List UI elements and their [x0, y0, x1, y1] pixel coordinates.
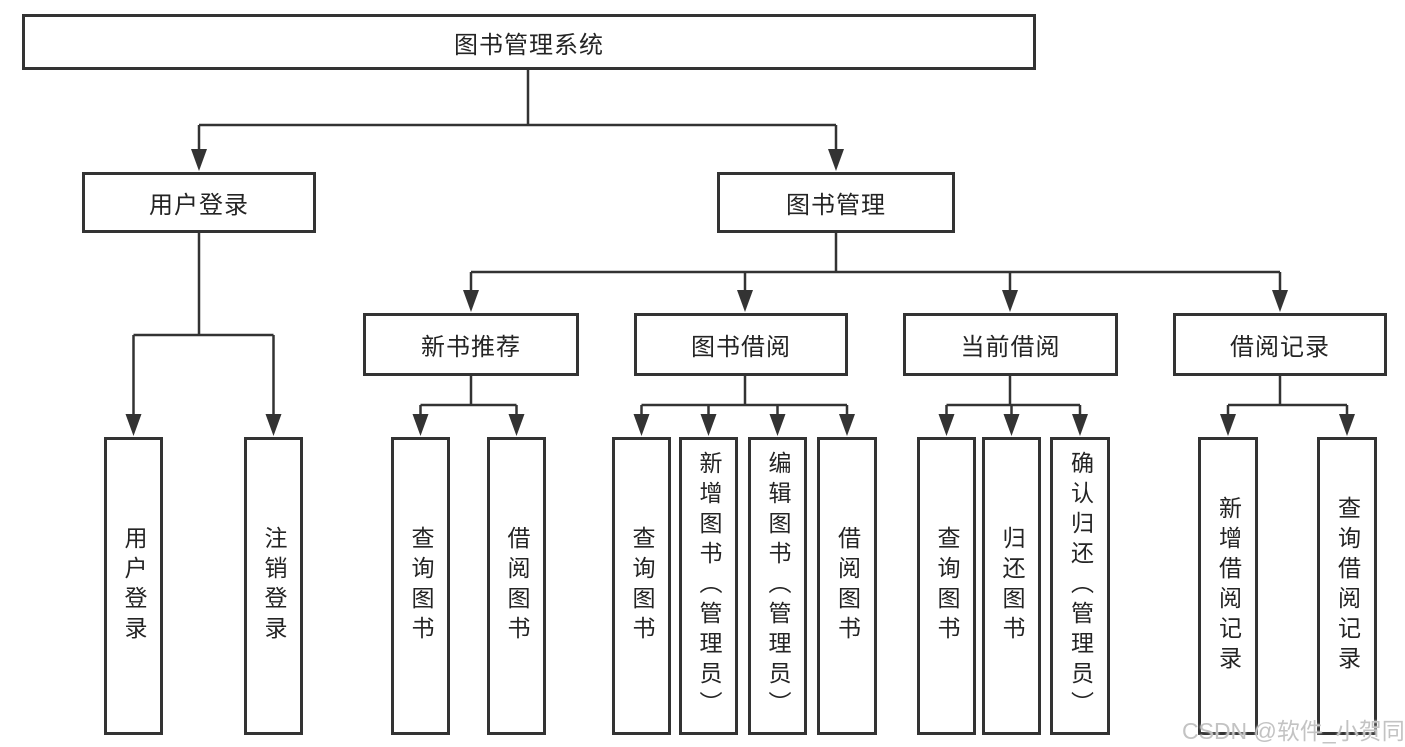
node-label: 用户登录 [149, 192, 249, 219]
node-book-management: 图书管理 [717, 172, 955, 233]
arrowheads [125, 149, 1355, 436]
node-label: 借阅记录 [1230, 334, 1330, 361]
leaf-logout: 注销登录 [244, 437, 303, 735]
node-label: 确认归还（管理员） [1067, 451, 1094, 721]
leaf-borrow-books-borrowing: 借阅图书 [817, 437, 877, 735]
node-label: 注销登录 [261, 526, 287, 646]
node-label: 查询借阅记录 [1334, 496, 1361, 676]
leaf-borrow-books-recommend: 借阅图书 [487, 437, 546, 735]
leaf-query-books-borrowing: 查询图书 [612, 437, 671, 735]
leaf-user-login: 用户登录 [104, 437, 163, 735]
node-label: 当前借阅 [960, 334, 1061, 361]
leaf-edit-book-admin: 编辑图书（管理员） [748, 437, 807, 735]
node-label: 用户登录 [121, 526, 147, 646]
node-label: 借阅图书 [504, 526, 530, 646]
node-user-login: 用户登录 [82, 172, 316, 233]
leaf-confirm-return-admin: 确认归还（管理员） [1050, 437, 1110, 735]
node-label: 编辑图书（管理员） [765, 451, 791, 721]
leaf-query-books-recommend: 查询图书 [391, 437, 450, 735]
node-new-book-recommend: 新书推荐 [363, 313, 579, 376]
node-label: 新增图书（管理员） [696, 451, 722, 721]
node-label: 查询图书 [408, 526, 434, 646]
node-label: 图书管理系统 [454, 31, 604, 59]
node-label: 查询图书 [629, 526, 655, 646]
node-label: 新增借阅记录 [1215, 496, 1242, 676]
leaf-add-borrow-record: 新增借阅记录 [1198, 437, 1258, 735]
leaf-return-book: 归还图书 [982, 437, 1041, 735]
node-borrowing-records: 借阅记录 [1173, 313, 1387, 376]
node-label: 图书管理 [786, 192, 886, 219]
node-label: 新书推荐 [421, 334, 521, 361]
node-label: 借阅图书 [834, 526, 861, 646]
node-current-borrowing: 当前借阅 [903, 313, 1118, 376]
node-library-management-system: 图书管理系统 [22, 14, 1036, 70]
node-label: 查询图书 [934, 526, 960, 646]
leaf-query-borrow-record: 查询借阅记录 [1317, 437, 1377, 735]
node-label: 图书借阅 [691, 334, 791, 361]
leaf-add-book-admin: 新增图书（管理员） [679, 437, 738, 735]
leaf-query-books-current: 查询图书 [917, 437, 976, 735]
node-book-borrowing: 图书借阅 [634, 313, 848, 376]
node-label: 归还图书 [999, 526, 1025, 646]
watermark: CSDN @软件_小贺同学 [1182, 718, 1405, 744]
